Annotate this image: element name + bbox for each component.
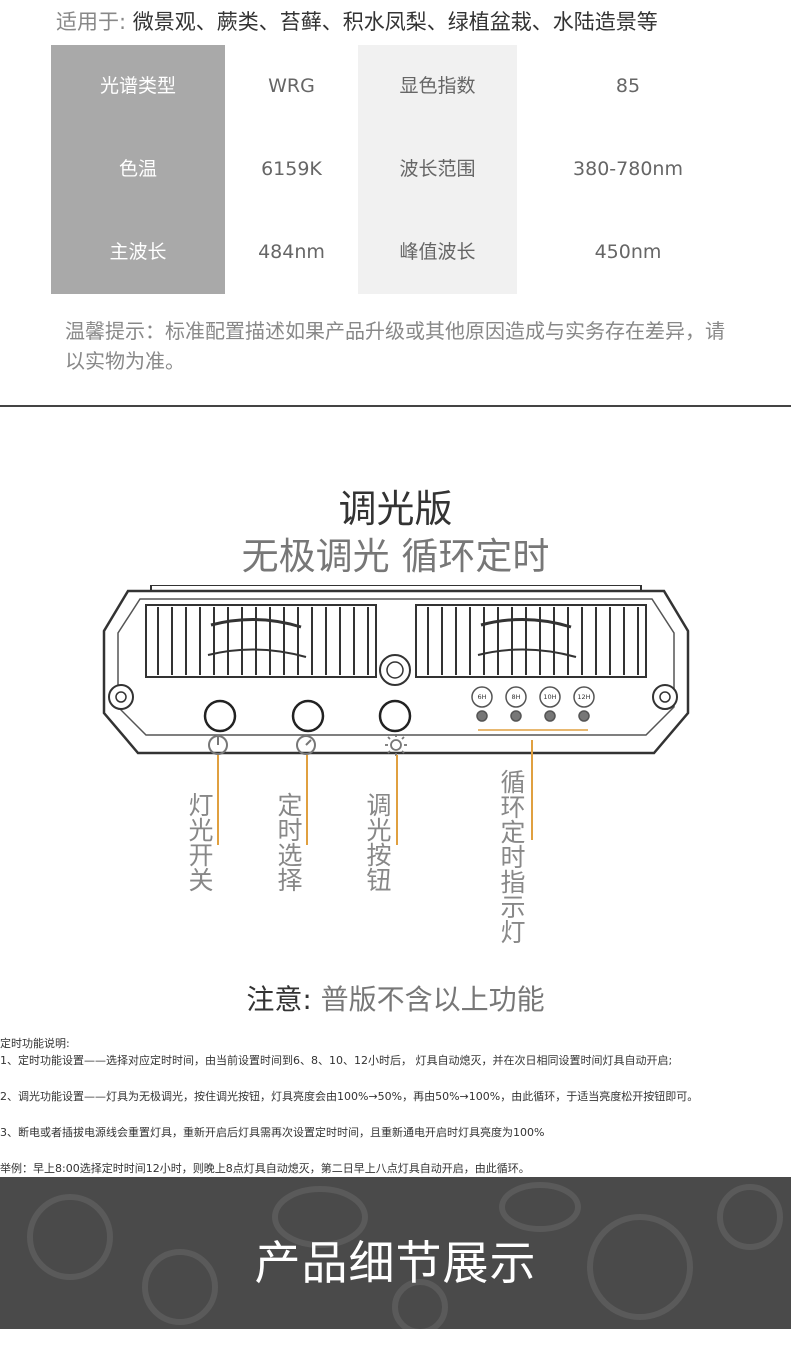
indicator-label: 8H: [511, 693, 520, 701]
spec-key: 光谱类型: [51, 45, 225, 128]
spec-value: 484nm: [225, 211, 358, 294]
spec-key: 峰值波长: [358, 211, 517, 294]
spec-key: 波长范围: [358, 128, 517, 211]
applicable-text: 微景观、蕨类、苔藓、积水凤梨、绿植盆栽、水陆造景等: [132, 10, 658, 34]
note-item: 3、断电或者插拔电源线会重置灯具，重新开启后灯具需再次设置定时时间，且重新通电开…: [0, 1126, 545, 1139]
applicable-line: 适用于: 微景观、蕨类、苔藓、积水凤梨、绿植盆栽、水陆造景等: [56, 6, 658, 36]
notes-heading: 定时功能说明:: [0, 1037, 70, 1050]
notice: 注意: 普版不含以上功能: [0, 978, 791, 1018]
notice-label: 注意:: [246, 983, 312, 1016]
spec-value: WRG: [225, 45, 358, 128]
callout-power: 灯光开关: [188, 791, 214, 895]
spec-value: 380-780nm: [517, 128, 739, 211]
callout-lines: [217, 740, 533, 845]
spec-key: 色温: [51, 128, 225, 211]
indicator-label: 10H: [543, 693, 556, 701]
dimming-title: 调光版: [338, 487, 453, 531]
callout-dimmer: 调光按钮: [366, 791, 392, 895]
spec-value: 85: [517, 45, 739, 128]
brightness-icon: [385, 734, 407, 756]
note-example: 举例：早上8:00选择定时时间12小时，则晚上8点灯具自动熄灭，第二日早上八点灯…: [0, 1162, 530, 1175]
callout-timer: 定时选择: [277, 791, 303, 895]
power-icon: [208, 735, 228, 755]
product-details-title: 产品细节展示: [254, 1236, 537, 1290]
section-divider: [0, 405, 791, 407]
spec-key: 主波长: [51, 211, 225, 294]
timer-indicator-icons: [471, 686, 595, 722]
indicator-label: 6H: [477, 693, 486, 701]
light-controller-illustration: 6H 8H 10H 12H: [102, 585, 690, 756]
indicator-label: 12H: [577, 693, 590, 701]
spec-value: 450nm: [517, 211, 739, 294]
callout-cycle-indicator: 循环定时指示灯: [500, 768, 526, 947]
warm-tip: 温馨提示：标准配置描述如果产品升级或其他原因造成与实务存在差异，请以实物为准。: [65, 319, 725, 373]
note-item: 2、调光功能设置——灯具为无极调光，按住调光按钮，灯具亮度会由100%→50%，…: [0, 1090, 699, 1103]
spec-key: 显色指数: [358, 45, 517, 128]
note-item: 1、定时功能设置——选择对应定时时间，由当前设置时间到6、8、10、12小时后，…: [0, 1054, 673, 1067]
fruit-pattern-background: [27, 1182, 783, 1329]
spec-value: 6159K: [225, 128, 358, 211]
section-banner: 产品细节展示: [0, 1177, 791, 1329]
dimming-subtitle: 无极调光 循环定时: [241, 535, 550, 578]
timer-icon: [296, 735, 316, 755]
notice-text: 普版不含以上功能: [320, 983, 545, 1016]
applicable-label: 适用于:: [56, 10, 127, 34]
